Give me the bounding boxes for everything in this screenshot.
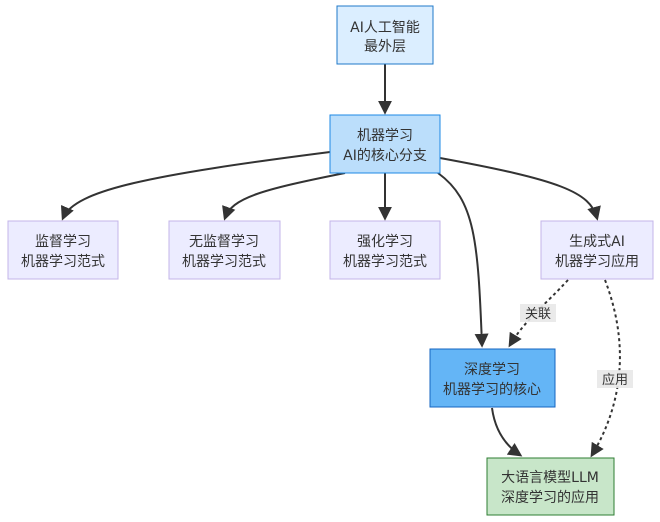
edge-genai-llm [590,279,621,458]
node-llm-subtitle: 深度学习的应用 [501,489,599,506]
node-supervised-box [7,220,119,280]
node-llm-title: 大语言模型LLM [501,470,599,486]
node-dl-title: 深度学习 [464,362,520,378]
node-ml-box [329,114,441,174]
node-reinforcement: 强化学习 机器学习范式 [329,220,441,280]
node-llm-box [486,457,615,516]
node-genai-subtitle: 机器学习应用 [555,253,639,270]
edge-ml-genai [439,157,601,221]
edge-ml-unsupervised [222,172,346,221]
node-llm: 大语言模型LLM 深度学习的应用 [486,457,615,516]
node-dl-box [429,348,556,408]
node-ml: 机器学习 AI的核心分支 [329,114,441,174]
node-ai-box [336,5,434,65]
edge-label-genai-llm-text: 应用 [602,372,628,388]
edge-ml-dl [437,172,489,348]
node-supervised: 监督学习 机器学习范式 [7,220,119,280]
edges [61,64,621,458]
node-ai: AI人工智能 最外层 [336,5,434,65]
node-reinforcement-subtitle: 机器学习范式 [343,253,427,270]
node-unsupervised-box [168,220,281,280]
edge-dl-llm [491,407,523,457]
node-reinforcement-title: 强化学习 [357,234,413,250]
node-supervised-title: 监督学习 [35,234,91,250]
node-dl-subtitle: 机器学习的核心 [443,382,541,398]
node-genai-box [540,220,654,280]
node-ml-title: 机器学习 [357,128,413,144]
node-ai-subtitle: 最外层 [364,39,406,55]
node-dl: 深度学习 机器学习的核心 [429,348,556,408]
node-genai-title: 生成式AI [569,234,625,250]
edge-genai-dl [508,279,569,348]
node-reinforcement-box [329,220,441,280]
node-ai-title: AI人工智能 [350,20,420,36]
node-unsupervised-subtitle: 机器学习范式 [182,253,266,270]
node-ml-subtitle: AI的核心分支 [343,148,427,164]
edge-label-genai-dl: 关联 [520,304,556,322]
node-unsupervised: 无监督学习 机器学习范式 [168,220,281,280]
node-supervised-subtitle: 机器学习范式 [21,253,105,270]
edge-label-genai-dl-text: 关联 [525,307,551,322]
edge-label-genai-llm: 应用 [597,370,633,388]
node-genai: 生成式AI 机器学习应用 [540,220,654,280]
node-unsupervised-title: 无监督学习 [189,234,259,250]
edge-ml-supervised [61,151,331,221]
